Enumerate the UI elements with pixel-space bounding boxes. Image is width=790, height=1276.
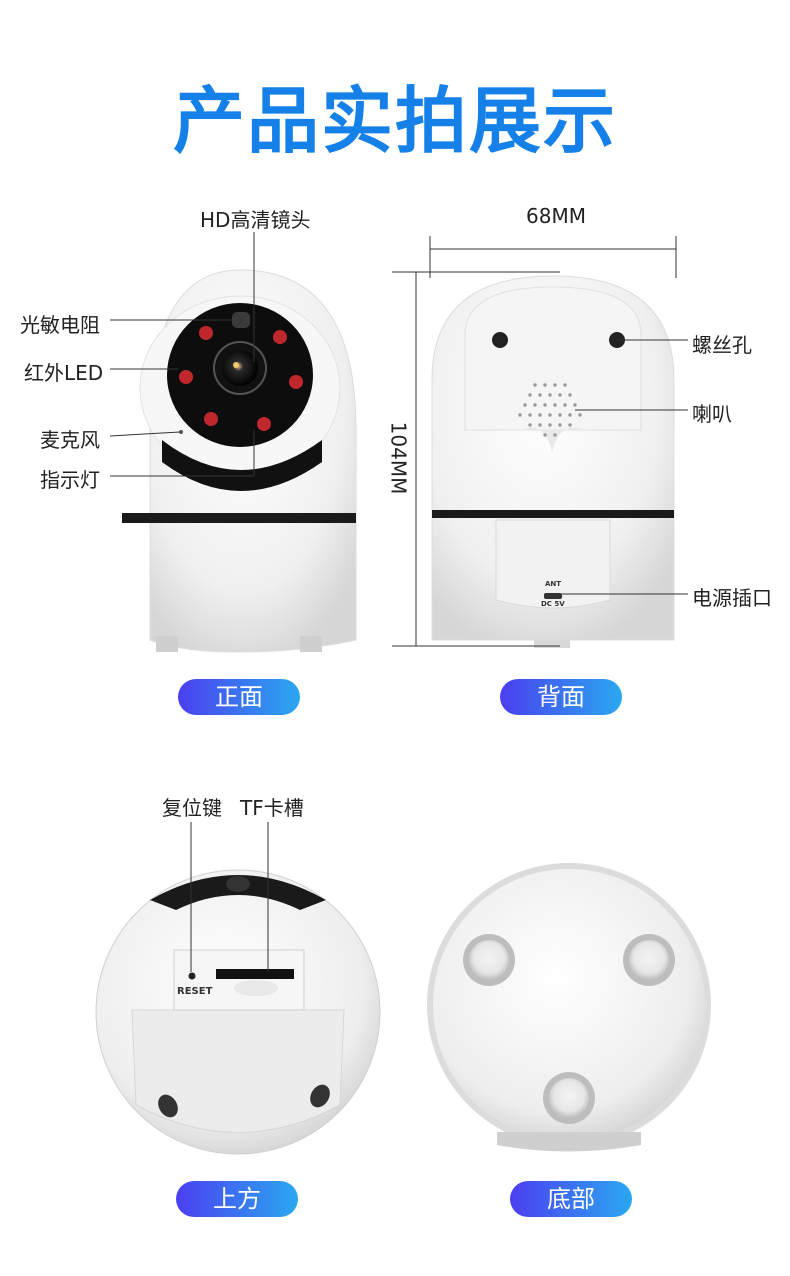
- indicator-label: 指示灯: [40, 468, 100, 492]
- port-top-text: ANT: [545, 580, 562, 588]
- ir-led-label: 红外LED: [24, 361, 104, 385]
- reset-button-label: 复位键: [162, 796, 222, 820]
- reset-text: RESET: [177, 986, 213, 997]
- width-dimension-label: 68MM: [526, 204, 586, 228]
- speaker-label: 喇叭: [692, 402, 732, 426]
- top-view-camera: [95, 822, 381, 1155]
- back-badge: 背面: [500, 679, 622, 715]
- front-badge: 正面: [178, 679, 300, 715]
- power-port-label: 电源插口: [692, 586, 772, 610]
- screw-hole-label: 螺丝孔: [692, 333, 752, 357]
- height-dimension-label: 104MM: [386, 421, 411, 495]
- back-camera: [392, 236, 688, 648]
- tf-slot-label: TF卡槽: [240, 796, 304, 820]
- page-title: 产品实拍展示: [172, 79, 617, 163]
- front-camera: [109, 232, 357, 653]
- bottom-badge: 底部: [510, 1181, 632, 1217]
- lens-label: HD高清镜头: [200, 208, 311, 232]
- photoresistor-label: 光敏电阻: [20, 313, 100, 337]
- mic-label: 麦克风: [40, 428, 100, 452]
- top-badge: 上方: [176, 1181, 298, 1217]
- bottom-view-camera: [427, 863, 711, 1152]
- port-bottom-text: DC 5V: [541, 600, 565, 608]
